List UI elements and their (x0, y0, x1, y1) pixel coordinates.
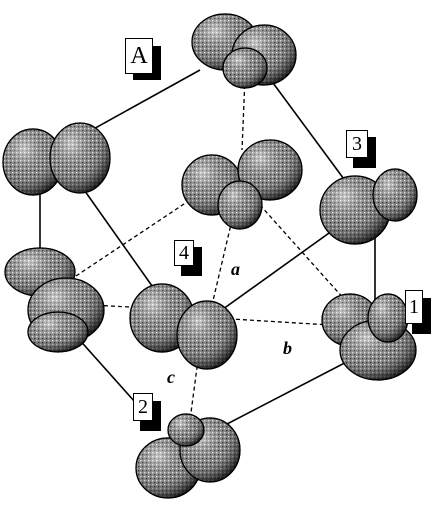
axis-b-line (214, 317, 331, 326)
label-A-text: A (125, 38, 153, 74)
axis-label-a: a (231, 259, 240, 279)
label-3-text: 3 (346, 130, 368, 158)
solid-edges (39, 67, 376, 439)
axis-label-c: c (167, 367, 175, 387)
orbital-left-top (2, 122, 111, 196)
axis-a-line (211, 219, 233, 306)
orbital-back-center (181, 139, 303, 230)
orbital-left-bottom (4, 247, 105, 353)
orbital-bottom (135, 413, 241, 499)
edge-mid-diag (204, 217, 351, 323)
label-1: 1 (405, 290, 431, 334)
orbital-right-bottom (321, 293, 417, 381)
label-4: 4 (174, 240, 202, 276)
orbital-right (319, 168, 418, 245)
hidden-back-left (69, 199, 191, 281)
orbital-center (129, 283, 238, 370)
label-4-text: 4 (174, 240, 194, 266)
axis-label-b: b (283, 338, 292, 358)
label-A: A (125, 38, 161, 82)
axis-c-line (189, 344, 201, 421)
orbital-top (191, 13, 297, 89)
label-1-text: 1 (405, 290, 423, 324)
hidden-top-vertical (241, 77, 246, 151)
label-3: 3 (346, 130, 376, 168)
label-2: 2 (133, 393, 161, 431)
hidden-back-right (259, 204, 346, 301)
edge-top-right (261, 67, 353, 191)
label-2-text: 2 (133, 393, 153, 421)
